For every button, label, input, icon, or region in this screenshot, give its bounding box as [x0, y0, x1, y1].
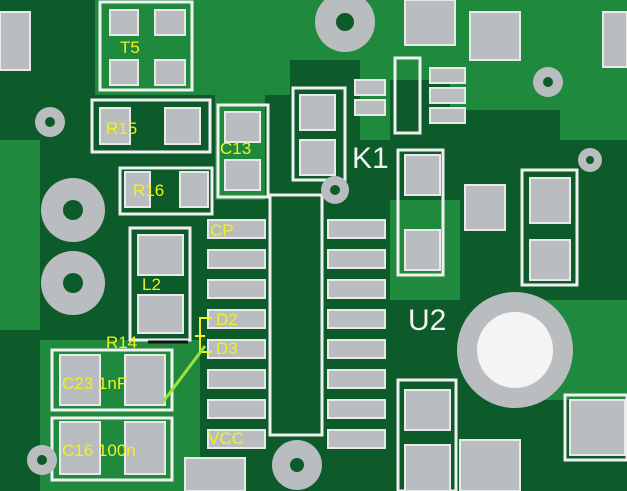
component-outline: [118, 166, 214, 216]
smd-pad: [602, 11, 627, 68]
via-hole: [63, 273, 83, 293]
label-r14: R14: [106, 333, 137, 352]
smd-pad: [137, 294, 184, 334]
smd-pad: [354, 99, 386, 116]
smd-pad: [569, 399, 626, 456]
smd-pad: [529, 239, 571, 281]
ic-pin-left: [207, 249, 266, 269]
via-hole: [290, 458, 304, 472]
smd-pad: [464, 184, 506, 231]
component-outline: [216, 103, 270, 199]
label-d2: D2: [216, 310, 238, 329]
component-outline: [50, 348, 174, 412]
smd-pad: [224, 111, 261, 143]
ic-pin-right: [327, 219, 386, 239]
smd-pad: [164, 107, 201, 145]
smd-pad: [404, 229, 441, 271]
via-hole: [37, 455, 47, 465]
smd-pad: [184, 457, 246, 491]
via-hole: [45, 117, 55, 127]
smd-pad: [404, 444, 451, 491]
through-holes: [27, 0, 602, 490]
smd-pad: [404, 389, 451, 431]
component-outline: [396, 148, 445, 277]
label-cp: CP: [210, 221, 234, 240]
component-outline: [291, 86, 347, 182]
smd-pad: [459, 439, 521, 491]
smd-pad: [404, 0, 456, 46]
component-outline: [98, 0, 194, 92]
smd-pad: [109, 9, 139, 36]
label-l2: L2: [142, 275, 161, 294]
smd-pad: [99, 107, 131, 145]
smd-pad: [299, 139, 336, 176]
component-outline: [128, 226, 192, 342]
smd-pad: [109, 59, 139, 86]
via-hole: [336, 13, 354, 31]
ic-pin-right: [327, 399, 386, 419]
ic-pin-right: [327, 429, 386, 449]
smd-pad: [154, 59, 186, 86]
label-r15: R15: [106, 119, 137, 138]
smd-pad: [404, 154, 441, 196]
label-c23: C23 1nF: [62, 374, 127, 393]
smd-pad: [354, 79, 386, 96]
smd-pad: [179, 171, 209, 208]
smd-pad: [0, 11, 31, 71]
label-c13: C13: [220, 139, 251, 158]
mounting-hole: [477, 312, 553, 388]
smd-pad: [59, 354, 101, 406]
annotation-marks: [148, 317, 212, 403]
component-outline: [90, 98, 212, 154]
smd-pad: [429, 87, 466, 104]
ic-pin-left: [207, 339, 266, 359]
ic-pin-right: [327, 339, 386, 359]
component-outline: [563, 393, 627, 462]
smd-pad: [429, 67, 466, 84]
label-u2: U2: [408, 304, 446, 337]
component-outline: [268, 193, 324, 437]
component-outline: [520, 168, 579, 287]
smd-pad: [137, 234, 184, 276]
via-hole: [330, 185, 340, 195]
label-t5: T5: [120, 38, 140, 57]
label-r16: R16: [133, 181, 164, 200]
via-hole: [543, 77, 553, 87]
smd-pad: [124, 354, 166, 406]
ic-pin-right: [327, 369, 386, 389]
via-hole: [586, 156, 594, 164]
ic-pin-right: [327, 309, 386, 329]
ic-pin-right: [327, 249, 386, 269]
smd-pad: [59, 421, 101, 475]
via-hole: [63, 200, 83, 220]
ic-pin-left: [207, 429, 266, 449]
ic-pin-left: [207, 219, 266, 239]
ic-pin-left: [207, 399, 266, 419]
smd-pad: [529, 177, 571, 224]
label-c16: C16 100n: [62, 441, 136, 460]
smd-pad: [124, 421, 166, 475]
label-vcc: VCC: [208, 429, 244, 448]
label-d3: D3: [216, 339, 238, 358]
smd-pad: [469, 11, 521, 61]
ic-pin-left: [207, 369, 266, 389]
smd-pad: [224, 159, 261, 191]
smd-pad: [299, 94, 336, 131]
silkscreen: [50, 0, 627, 491]
component-outline: [396, 378, 458, 491]
label-k1: K1: [352, 142, 389, 175]
smd-pad: [124, 171, 151, 208]
ic-pin-left: [207, 279, 266, 299]
smd-pad: [429, 107, 466, 124]
ic-pin-right: [327, 279, 386, 299]
component-outline: [393, 56, 422, 135]
smd-pad: [154, 9, 186, 36]
